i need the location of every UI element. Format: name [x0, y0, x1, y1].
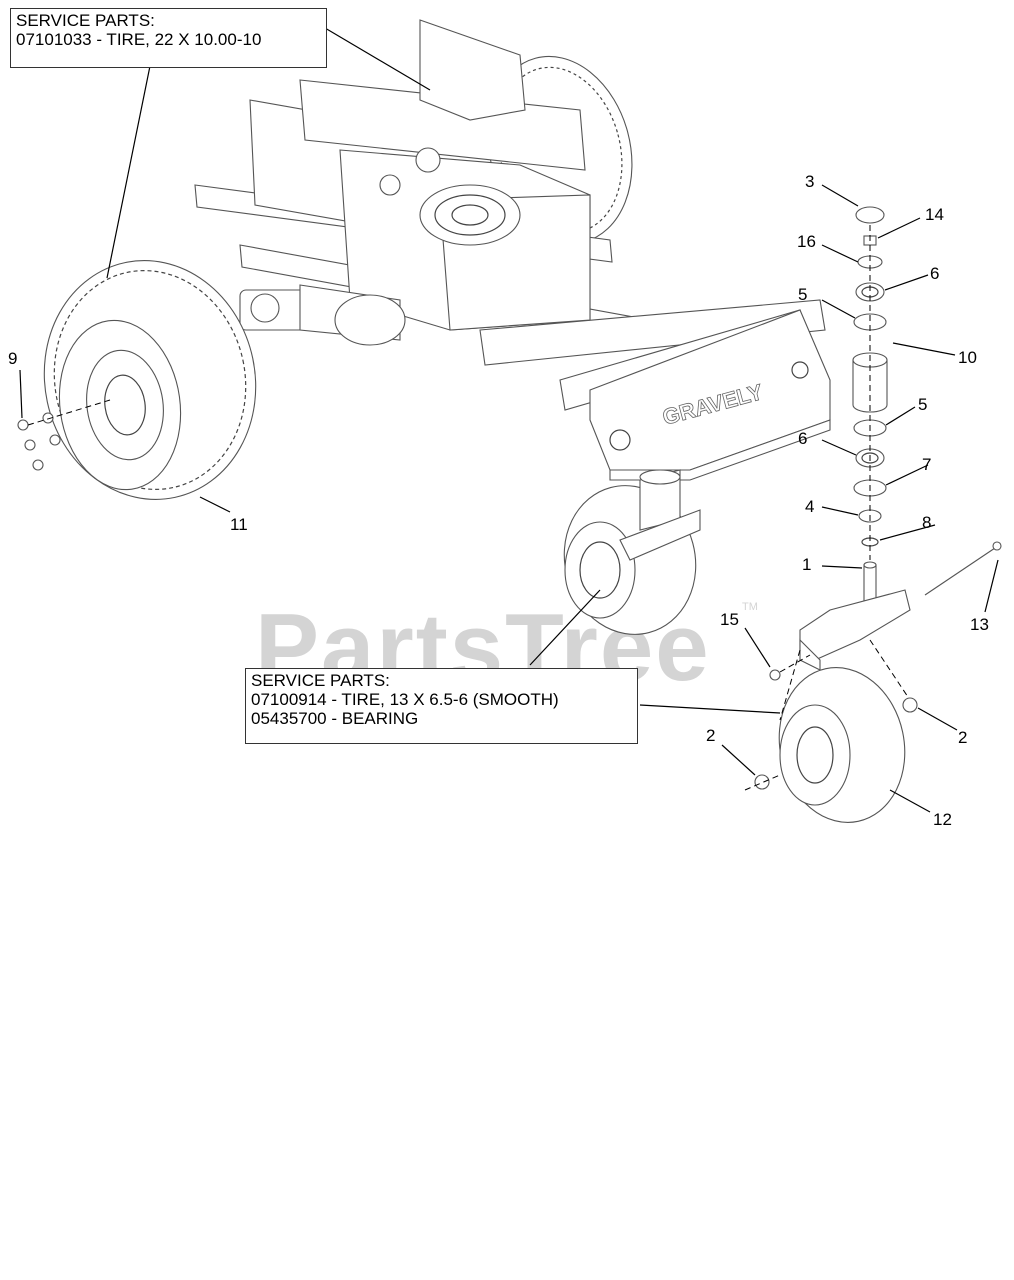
part-label-8: 8 [922, 513, 931, 532]
caster-tire-callout-line1: 07100914 - TIRE, 13 X 6.5-6 (SMOOTH) [251, 690, 559, 709]
rear-tire-service-parts: SERVICE PARTS: 07101033 - TIRE, 22 X 10.… [10, 8, 327, 68]
lug-nuts [17, 412, 61, 471]
rear-tire-callout-title: SERVICE PARTS: [16, 11, 155, 30]
part-label-2a: 2 [706, 726, 715, 745]
mower-frame: GRAVELY [194, 19, 831, 481]
part-label-5a: 5 [798, 285, 807, 304]
caster-tire-callout-line2: 05435700 - BEARING [251, 709, 419, 728]
part-label-11: 11 [230, 515, 248, 534]
caster-tire-callout-title: SERVICE PARTS: [251, 671, 390, 690]
hydro-pump [379, 147, 521, 246]
part-label-2b: 2 [958, 728, 967, 747]
rear-tire-callout-line1: 07101033 - TIRE, 22 X 10.00-10 [16, 30, 262, 49]
part-label-6b: 6 [798, 429, 807, 448]
part-label-14: 14 [925, 205, 944, 224]
part-label-13: 13 [970, 615, 989, 634]
caster-installed [563, 469, 701, 635]
caster-tire-service-parts: SERVICE PARTS: 07100914 - TIRE, 13 X 6.5… [245, 668, 638, 744]
caster-exploded [744, 206, 1002, 823]
part-label-1: 1 [802, 555, 811, 574]
part-label-6a: 6 [930, 264, 939, 283]
part-label-4: 4 [805, 497, 814, 516]
part-label-5b: 5 [918, 395, 927, 414]
part-label-7: 7 [922, 455, 931, 474]
leader-lines [19, 27, 999, 813]
part-label-10: 10 [958, 348, 977, 367]
watermark-trademark: TM [742, 601, 758, 613]
rear-axle-hub [239, 284, 406, 346]
part-label-15: 15 [720, 610, 739, 629]
part-label-9: 9 [8, 349, 17, 368]
part-label-3: 3 [805, 172, 814, 191]
rear-tire [43, 260, 257, 500]
part-label-12: 12 [933, 810, 952, 829]
part-label-16: 16 [797, 232, 816, 251]
part-labels: 9 11 3 14 16 6 5 10 5 6 7 4 8 1 13 15 2 … [8, 172, 989, 829]
